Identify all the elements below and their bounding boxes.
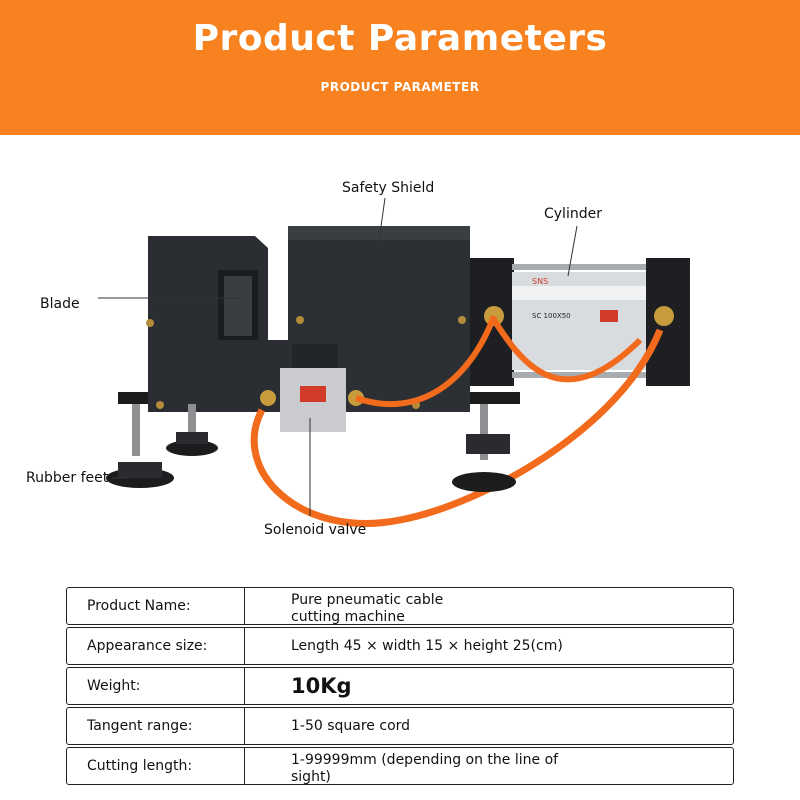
page-subtitle: PRODUCT PARAMETER xyxy=(320,80,480,94)
header-banner: Product Parameters PRODUCT PARAMETER xyxy=(0,0,800,135)
spec-value-line: Pure pneumatic cable xyxy=(291,592,444,608)
table-row: Cutting length: 1-99999mm (depending on … xyxy=(66,747,734,785)
label-rubber-feet: Rubber feet xyxy=(26,470,109,486)
hose-top xyxy=(355,314,497,408)
cylinder-brand-sticker xyxy=(600,310,618,322)
table-row: Appearance size: Length 45 × width 15 × … xyxy=(66,627,734,665)
spec-value-line: 1-99999mm (depending on the line of xyxy=(291,752,559,768)
table-row: Product Name: Pure pneumatic cable cutti… xyxy=(66,587,734,625)
label-solenoid-valve: Solenoid valve xyxy=(264,522,367,538)
rubber-foot-3 xyxy=(452,472,516,492)
label-cylinder: Cylinder xyxy=(544,206,602,222)
spec-value: 1-99999mm (depending on the line of sigh… xyxy=(245,748,733,785)
spec-table: Product Name: Pure pneumatic cable cutti… xyxy=(66,587,734,787)
cylinder-highlight xyxy=(512,286,650,300)
fitting-right xyxy=(654,306,674,326)
spec-value-line: sight) xyxy=(291,769,331,785)
product-figure: SNS SC 100X50 xyxy=(0,150,800,570)
solenoid-valve-mount xyxy=(292,344,338,368)
spec-key: Product Name: xyxy=(67,588,245,624)
spec-key: Appearance size: xyxy=(67,628,245,664)
page-title: Product Parameters xyxy=(192,18,608,59)
spec-value: Pure pneumatic cable cutting machine xyxy=(245,588,733,625)
spec-value: 1-50 square cord xyxy=(291,717,411,734)
spec-key: Weight: xyxy=(67,668,245,704)
spec-value: Length 45 × width 15 × height 25(cm) xyxy=(291,637,563,654)
spec-key: Tangent range: xyxy=(67,708,245,744)
shield-shade xyxy=(288,226,470,240)
hose-right xyxy=(491,318,643,383)
solenoid-valve-label xyxy=(300,386,326,402)
label-safety-shield: Safety Shield xyxy=(342,180,435,196)
cylinder-rod-top xyxy=(512,264,650,270)
table-row: Weight: 10Kg xyxy=(66,667,734,705)
svg-text:SNS: SNS xyxy=(532,277,548,286)
svg-text:SC 100X50: SC 100X50 xyxy=(532,312,571,320)
spec-value-line: cutting machine xyxy=(291,609,405,625)
table-row: Tangent range: 1-50 square cord xyxy=(66,707,734,745)
hose-left xyxy=(250,328,664,527)
machine-illustration: SNS SC 100X50 xyxy=(98,197,690,527)
spec-key: Cutting length: xyxy=(67,748,245,784)
blade-insert xyxy=(224,276,252,336)
spec-value: 10Kg xyxy=(291,673,352,698)
label-blade: Blade xyxy=(40,296,80,312)
